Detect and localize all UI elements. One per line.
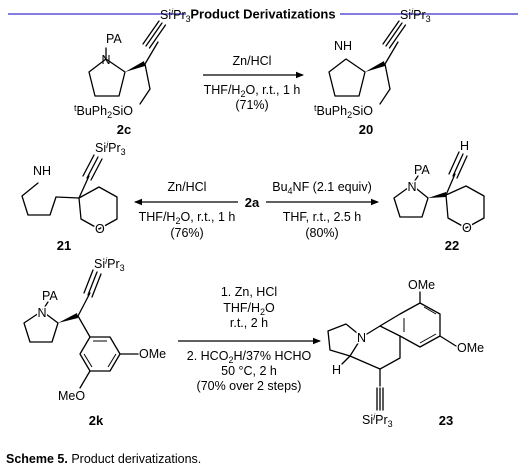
nh-atom: NH [33, 164, 51, 178]
step-1-solvent: THF/H2O [223, 301, 275, 317]
compound-id-21: 21 [57, 238, 71, 253]
nh-atom: NH [334, 39, 352, 53]
compound-id-23: 23 [439, 413, 453, 428]
pa-label: PA [106, 32, 122, 46]
compound-2c: PA N SiiPr3 tBuPh2SiO 2c [74, 7, 191, 137]
reagent-1: Zn/HCl [233, 54, 272, 68]
n-atom: N [102, 53, 111, 67]
compound-id-2a: 2a [245, 195, 260, 210]
meo-label: MeO [58, 389, 85, 403]
silyl-label: SiiPr3 [94, 256, 125, 273]
h-atom: H [460, 139, 469, 153]
pa-label: PA [42, 289, 58, 303]
yield-2: (76%) [170, 226, 203, 240]
tbdps-label: tBuPh2SiO [314, 103, 373, 120]
tbdps-label: tBuPh2SiO [74, 103, 133, 120]
scheme-header: Product Derivatizations [8, 7, 518, 22]
compound-id-2k: 2k [89, 413, 104, 428]
reaction-scheme: Product Derivatizations PA N SiiPr3 tBuP… [8, 7, 518, 429]
yield-3: (80%) [305, 226, 338, 240]
ome-label-top: OMe [408, 278, 435, 292]
silyl-label: SiiPr3 [160, 7, 191, 24]
yield-1: (71%) [235, 98, 268, 112]
n-atom: N [38, 306, 47, 320]
silyl-label: SiiPr3 [95, 140, 126, 157]
yield-4: (70% over 2 steps) [197, 379, 302, 393]
reaction-1: Zn/HCl THF/H2O, r.t., 1 h (71%) [203, 54, 304, 112]
caption-text: Product derivatizations. [67, 452, 202, 466]
reagent-3: Bu4NF (2.1 equiv) [272, 180, 372, 196]
h-atom: H [332, 363, 341, 377]
compound-id-20: 20 [359, 122, 373, 137]
compound-20: NH SiiPr3 tBuPh2SiO 20 [314, 7, 431, 137]
step-1: 1. Zn, HCl [221, 285, 277, 299]
reaction-2: Zn/HCl THF/H2O, r.t., 1 h (76%) [134, 180, 238, 240]
pa-label: PA [414, 163, 430, 177]
reagent-2: Zn/HCl [168, 180, 207, 194]
step-2-conditions: 50 °C, 2 h [221, 364, 277, 378]
o-atom: O [95, 222, 105, 236]
ome-label-right: OMe [457, 341, 484, 355]
step-2: 2. HCO2H/37% HCHO [187, 349, 312, 365]
n-atom: N [357, 331, 366, 345]
compound-2k: PA N SiiPr3 OMe MeO 2k [23, 256, 166, 428]
n-atom: N [408, 180, 417, 194]
compound-22: PA N O H 22 [393, 139, 485, 253]
silyl-label: SiiPr3 [362, 412, 393, 429]
reaction-4: 1. Zn, HCl THF/H2O r.t., 2 h 2. HCO2H/37… [178, 285, 321, 393]
conditions-2: THF/H2O, r.t., 1 h [139, 210, 236, 226]
reaction-3: Bu4NF (2.1 equiv) THF, r.t., 2.5 h (80%) [266, 180, 379, 240]
compound-23: N H OMe OMe SiiPr3 23 [327, 278, 484, 429]
scheme-caption: Scheme 5. Product derivatizations. [6, 452, 201, 466]
compound-id-2c: 2c [117, 122, 131, 137]
o-atom: O [462, 221, 472, 235]
ome-label: OMe [139, 347, 166, 361]
caption-label: Scheme 5. [6, 452, 68, 466]
conditions-3: THF, r.t., 2.5 h [283, 210, 362, 224]
compound-id-22: 22 [445, 238, 459, 253]
compound-21: NH O SiiPr3 21 [21, 140, 126, 253]
header-title: Product Derivatizations [190, 7, 335, 22]
conditions-1: THF/H2O, r.t., 1 h [204, 83, 301, 99]
step-1-conditions: r.t., 2 h [230, 316, 268, 330]
silyl-label: SiiPr3 [400, 7, 431, 24]
